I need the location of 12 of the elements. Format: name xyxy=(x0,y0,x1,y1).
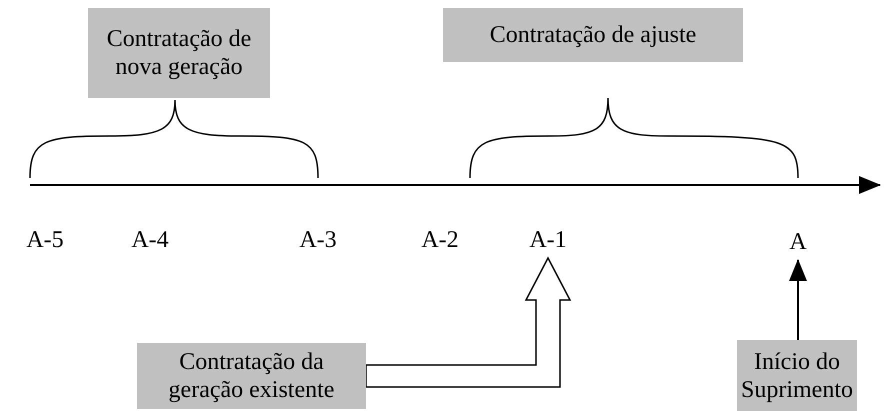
timeline-tick-label: A-5 xyxy=(26,226,64,254)
timeline-tick-label: A-2 xyxy=(421,226,459,254)
timeline-tick-label: A-4 xyxy=(131,226,169,254)
process-box: Início do Suprimento xyxy=(737,340,857,411)
process-box: Contratação de ajuste xyxy=(443,8,743,62)
timeline-tick-label: A xyxy=(783,226,813,258)
timeline-tick-label: A-3 xyxy=(299,226,337,254)
bent-arrow xyxy=(365,256,572,388)
process-box: Contratação de nova geração xyxy=(88,8,270,98)
timeline-tick-label: A-1 xyxy=(523,224,573,256)
process-box: Contratação da geração existente xyxy=(137,343,366,409)
arrow xyxy=(789,259,807,340)
